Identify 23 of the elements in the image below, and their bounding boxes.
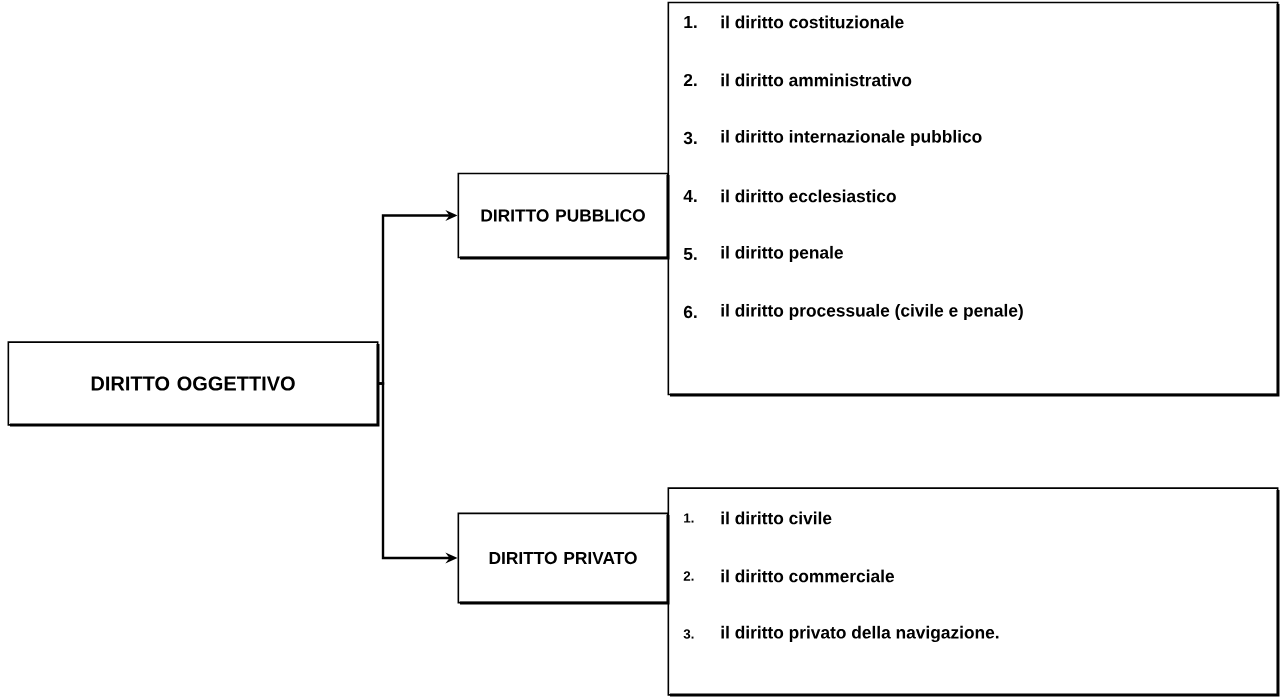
list-item: il diritto internazionale pubblico [721,129,982,147]
list-item: il diritto privato della navigazione. [721,625,999,643]
list-number: 5. [683,247,697,261]
list-box [667,1,1280,397]
list-item: il diritto ecclesiastico [721,189,896,203]
list-number: 3. [683,629,694,639]
list-number: 1. [684,16,697,28]
list-item: il diritto costituzionale [721,15,904,29]
list-item: il diritto commerciale [721,569,895,583]
list-item: il diritto civile [721,511,832,525]
list-number: 2. [683,73,697,87]
list-number: 1. [684,513,694,523]
list-number: 4. [683,190,697,202]
list-number: 3. [683,131,697,145]
list-item: il diritto penale [721,245,843,263]
list-item: il diritto processuale (civile e penale) [721,303,1023,321]
label-box: DIRITTO PUBBLICO [457,172,670,260]
label-box: DIRITTO OGGETTIVO [7,341,380,427]
list-box [667,487,1280,697]
label-box: DIRITTO PRIVATO [457,512,670,605]
list-item: il diritto amministrativo [721,73,912,87]
list-number: 6. [683,305,697,319]
list-number: 2. [683,571,694,581]
